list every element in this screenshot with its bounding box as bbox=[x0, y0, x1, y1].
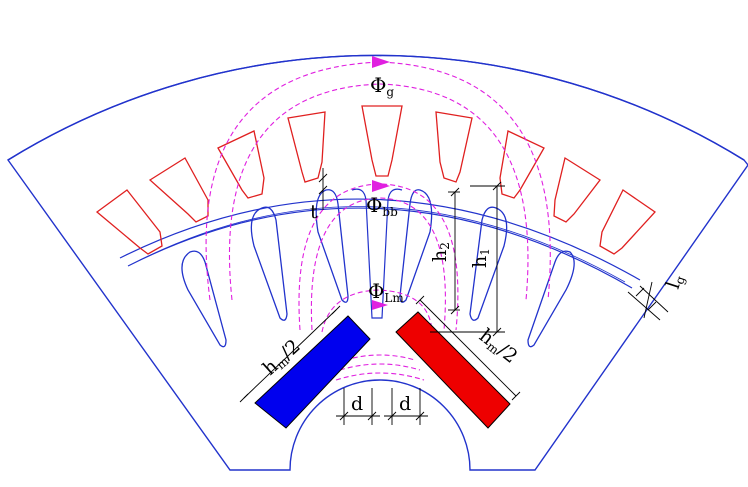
label-phi-lm: ΦLm bbox=[368, 279, 404, 305]
flux-arrow-bb bbox=[372, 180, 390, 192]
stator-inner-arc bbox=[119, 198, 641, 281]
flux-path-lm-1 bbox=[321, 289, 433, 333]
stator-slot bbox=[95, 189, 163, 255]
stator-outline bbox=[6, 54, 748, 471]
flux-arrow-lm bbox=[372, 300, 388, 310]
stator-slot bbox=[217, 130, 265, 199]
flux-path-bb-outer bbox=[298, 183, 459, 331]
magnet-left bbox=[254, 315, 371, 429]
rotor-bar bbox=[181, 250, 227, 348]
stator-slots bbox=[95, 105, 656, 255]
stator-slot bbox=[148, 157, 209, 223]
stator-slot bbox=[287, 111, 326, 183]
label-h2: h2 bbox=[429, 242, 452, 262]
label-h1: h1 bbox=[469, 248, 492, 268]
magnet-right bbox=[395, 311, 511, 429]
rotor-bridge-arc bbox=[139, 206, 626, 283]
label-lg: lg bbox=[662, 271, 688, 291]
label-t: t bbox=[310, 201, 318, 223]
stator-slot bbox=[361, 105, 403, 177]
flux-path-g-outer bbox=[205, 61, 551, 301]
rotor-bar bbox=[399, 189, 433, 303]
stator-slot bbox=[553, 156, 601, 223]
label-phi-g: Φg bbox=[370, 73, 394, 99]
outer-arc bbox=[7, 54, 745, 161]
label-d-right: d bbox=[399, 393, 411, 415]
rotor-bar bbox=[250, 206, 288, 321]
dimension-lines bbox=[239, 168, 669, 425]
flux-path-g-inner bbox=[228, 83, 529, 301]
flux-path-bb-inner bbox=[310, 197, 446, 331]
stator-slot bbox=[599, 189, 656, 255]
label-hm-right: hm/2 bbox=[474, 325, 521, 369]
magnet-slot-outline bbox=[351, 188, 403, 319]
label-d-left: d bbox=[351, 393, 363, 415]
flux-path-lm-4 bbox=[335, 372, 425, 381]
flux-path-lm-2 bbox=[344, 354, 416, 361]
flux-path-lm-3 bbox=[339, 363, 421, 371]
rotor-bar bbox=[315, 189, 349, 303]
rotor-bars bbox=[181, 189, 575, 348]
flux-arrow-g bbox=[372, 56, 390, 68]
stator-slot bbox=[499, 130, 545, 199]
rotor-bar bbox=[527, 250, 575, 348]
rotor-bar bbox=[469, 206, 508, 321]
stator-slot bbox=[435, 111, 473, 183]
flux-paths bbox=[205, 61, 551, 381]
label-phi-bb: Φbb bbox=[366, 193, 398, 219]
